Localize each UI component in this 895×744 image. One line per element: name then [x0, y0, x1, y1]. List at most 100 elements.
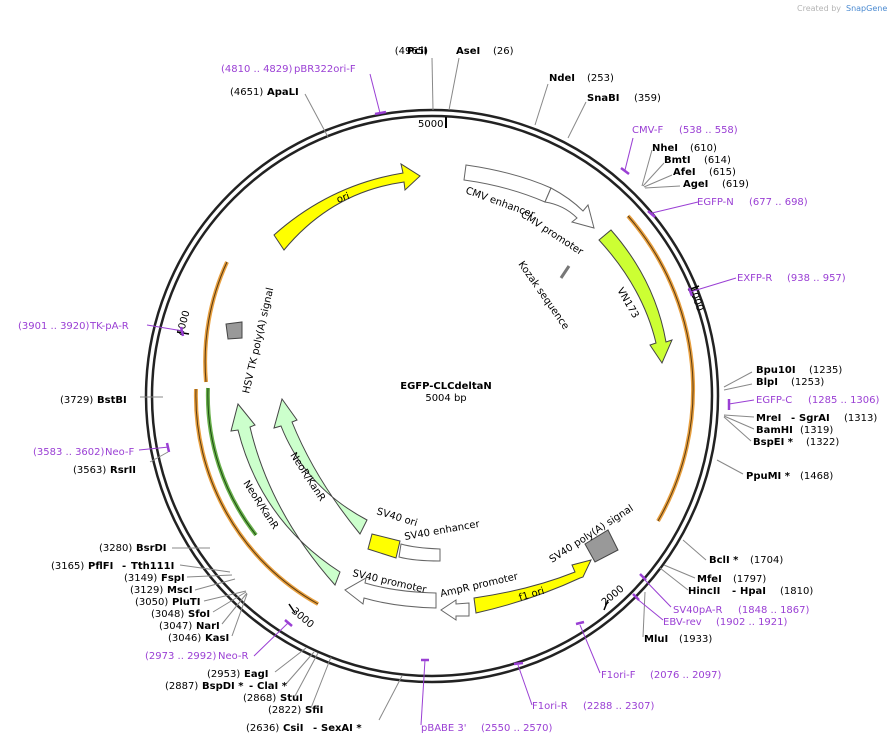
primer-range: (2973 .. 2992): [145, 651, 217, 662]
primer-range: (1902 .. 1921): [716, 617, 788, 628]
site-pos: (1319): [800, 425, 833, 436]
primer-name: TK-pA-R: [89, 321, 129, 332]
site-pos: (3149): [124, 573, 157, 584]
site-separator: -: [791, 413, 795, 424]
site-name: HincII: [688, 586, 720, 597]
site-pos: (2953): [207, 669, 240, 680]
tick-4000: 4000: [175, 309, 192, 336]
primer-range: (2288 .. 2307): [583, 701, 655, 712]
primer-name: Neo-R: [218, 651, 249, 662]
primer-range: (2550 .. 2570): [481, 723, 553, 734]
site-pos: (3048): [151, 609, 184, 620]
backbone-inner-ring: [150, 114, 714, 678]
primer-range: (4810 .. 4829): [221, 64, 293, 75]
primer-leaders: [138, 73, 755, 726]
site-name: SfoI: [188, 609, 210, 620]
site-name: MreI: [756, 413, 781, 424]
site-name: SexAI *: [321, 723, 362, 734]
primer-range: (1285 .. 1306): [808, 395, 880, 406]
site-name: BstBI: [97, 395, 127, 406]
brand-created-by: Created by: [797, 4, 841, 13]
plasmid-length: 5004 bp: [425, 393, 466, 404]
sv40-enhancer-feature: [398, 543, 441, 562]
site-pos: (619): [722, 179, 749, 190]
sv40-promoter-arrow: [344, 577, 437, 609]
site-pos: (2822): [268, 705, 301, 716]
site-pos: (1235): [809, 365, 842, 376]
site-name: ApaLI: [267, 87, 299, 98]
site-name: NdeI: [549, 73, 575, 84]
brand-snapgene: SnapGene: [846, 4, 887, 13]
site-name: BsrDI: [136, 543, 167, 554]
neor-kanr-outer-arrow: [230, 402, 341, 586]
orf-arc-upper-left-inner: [204, 261, 228, 383]
green-orf-arc-inner: [207, 387, 257, 536]
feature-label-hsv-tk-polya: HSV TK poly(A) signal: [241, 287, 276, 395]
site-pos: (2636): [246, 723, 279, 734]
primer-name: EBV-rev: [663, 617, 702, 628]
cmv-promoter-arrow: [544, 187, 595, 229]
orf-arc-right-inner: [627, 215, 694, 522]
ampr-promoter-arrow: [440, 599, 470, 621]
site-pos: (1253): [791, 377, 824, 388]
site-name: Bpu10I: [756, 365, 796, 376]
site-name: SgrAI: [799, 413, 830, 424]
orf-arc-left-inner: [195, 388, 319, 605]
site-separator: -: [249, 681, 253, 692]
site-pos: (1322): [806, 437, 839, 448]
site-name: SfiI: [305, 705, 323, 716]
site-pos: (3046): [168, 633, 201, 644]
tick-5000: 5000: [418, 119, 443, 130]
tick-2000: 2000: [600, 584, 627, 609]
site-pos: (2887): [165, 681, 198, 692]
neor-kanr-inner-arrow: [273, 397, 368, 535]
sv40-ori-feature: [367, 533, 401, 559]
site-name: BspDI *: [202, 681, 244, 692]
site-name: PciI: [407, 46, 427, 57]
site-name: MscI: [167, 585, 193, 596]
primer-name: F1ori-R: [532, 701, 568, 712]
primer-marks: [165, 110, 731, 666]
site-pos: (3050): [135, 597, 168, 608]
site-pos: (26): [493, 46, 514, 57]
site-name: ClaI *: [257, 681, 288, 692]
site-name: PflFI: [88, 561, 113, 572]
site-name: NheI: [652, 143, 678, 154]
primer-range: (1848 .. 1867): [738, 605, 810, 616]
kozak-feature: [559, 265, 571, 279]
site-pos: (3129): [130, 585, 163, 596]
site-pos: (4965): [395, 46, 428, 57]
site-name: EagI: [244, 669, 268, 680]
primer-range: (938 .. 957): [787, 273, 846, 284]
feature-label-ori: ori: [335, 191, 351, 206]
sv40-polya-feature: [584, 529, 619, 563]
primer-name: EGFP-N: [697, 197, 734, 208]
site-pos: (1313): [844, 413, 877, 424]
primer-name: F1ori-F: [601, 670, 636, 681]
tick-3000: 3000: [289, 606, 316, 631]
site-name: RsrII: [110, 465, 136, 476]
tick-3000-mark: [288, 603, 296, 614]
primer-range: (3901 .. 3920): [18, 321, 90, 332]
vn173-arrow: [598, 229, 673, 365]
primer-range: (3583 .. 3602): [33, 447, 105, 458]
plasmid-name: EGFP-CLCdeltaN: [400, 381, 492, 392]
primer-range: (538 .. 558): [679, 125, 738, 136]
primer-name: SV40pA-R: [673, 605, 722, 616]
site-pos: (615): [709, 167, 736, 178]
primer-range: (2076 .. 2097): [650, 670, 722, 681]
hsv-tk-polya-feature: [225, 321, 243, 340]
site-name: BamHI: [756, 425, 793, 436]
site-name: StuI: [280, 693, 303, 704]
site-pos: (1797): [733, 574, 766, 585]
site-pos: (3729): [60, 395, 93, 406]
site-pos: (1704): [750, 555, 783, 566]
primer-name: pBR322ori-F: [294, 64, 356, 75]
site-pos: (2868): [243, 693, 276, 704]
site-name: NarI: [196, 621, 220, 632]
site-name: BmtI: [664, 155, 691, 166]
site-separator: -: [122, 561, 126, 572]
primer-range: (677 .. 698): [749, 197, 808, 208]
site-name: Tth111I: [131, 561, 174, 572]
